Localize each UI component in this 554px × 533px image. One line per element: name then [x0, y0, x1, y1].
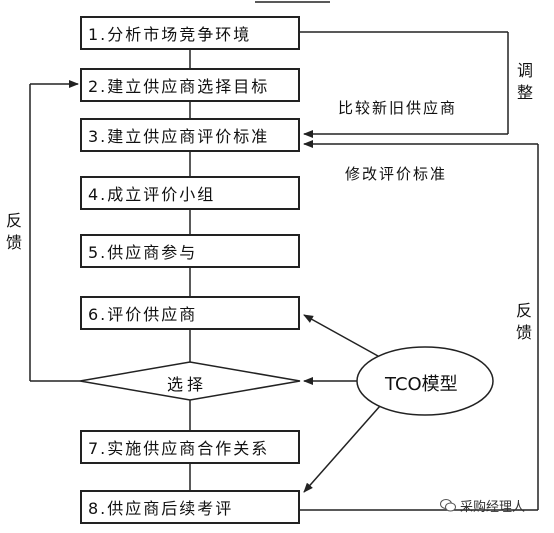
- decision-label: 选择: [167, 375, 208, 394]
- feedback-left-char-1: 反: [5, 211, 22, 230]
- feedback-left-char-2: 馈: [5, 233, 22, 252]
- adjust-label: 调 整: [515, 60, 535, 104]
- adjust-char-1: 调: [516, 61, 533, 80]
- feedback-right-char-2: 馈: [515, 323, 532, 342]
- modify-criteria-label: 修改评价标准: [345, 165, 448, 183]
- step-8-box: 8.供应商后续考评: [80, 490, 300, 524]
- step-3-box: 3.建立供应商评价标准: [80, 118, 300, 152]
- step-7-box: 7.实施供应商合作关系: [80, 430, 300, 464]
- wechat-icon: [440, 499, 456, 512]
- tco-model-label: TCO模型: [385, 374, 458, 395]
- step-5-box: 5.供应商参与: [80, 234, 300, 268]
- step-6-box: 6.评价供应商: [80, 296, 300, 330]
- watermark-text: 采购经理人: [460, 500, 526, 515]
- feedback-left-label: 反 馈: [4, 210, 24, 254]
- feedback-right-char-1: 反: [515, 301, 532, 320]
- adjust-char-2: 整: [516, 83, 533, 102]
- watermark: 采购经理人: [440, 496, 525, 515]
- step-1-box: 1.分析市场竞争环境: [80, 16, 300, 50]
- step-4-box: 4.成立评价小组: [80, 176, 300, 210]
- compare-suppliers-label: 比较新旧供应商: [338, 99, 458, 117]
- feedback-right-label: 反 馈: [514, 300, 534, 344]
- step-2-box: 2.建立供应商选择目标: [80, 68, 300, 102]
